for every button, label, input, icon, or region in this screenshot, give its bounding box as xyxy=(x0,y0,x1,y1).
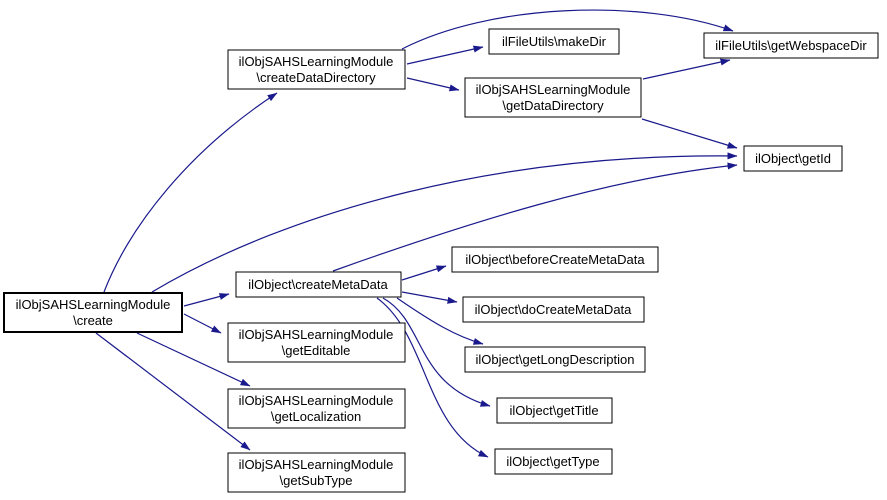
node-beforeCreateMetaData-label: ilObject\beforeCreateMetaData xyxy=(465,252,645,267)
edge-create-to-getEditable xyxy=(183,313,222,334)
node-getLocalization-label-line2: \getLocalization xyxy=(271,409,361,424)
edge-create-to-getSubType xyxy=(95,332,251,451)
node-getLocalization-box xyxy=(227,388,406,429)
edge-createMetaData-to-getTitle xyxy=(382,297,491,407)
edge-createMetaData-to-getId xyxy=(332,162,738,272)
node-getEditable-label-line2: \getEditable xyxy=(282,343,351,358)
edge-createMetaData-to-doCreateMetaData xyxy=(401,291,458,304)
node-getDataDirectory-label-line2: \getDataDirectory xyxy=(502,98,604,113)
node-getType-box xyxy=(494,448,613,475)
node-getLocalization[interactable]: ilObjSAHSLearningModule \getLocalization xyxy=(227,388,406,429)
node-makeDir-label: ilFileUtils\makeDir xyxy=(502,34,607,49)
node-getTitle[interactable]: ilObject\getTitle xyxy=(496,397,613,424)
node-getSubType-label-line1: ilObjSAHSLearningModule xyxy=(239,457,394,472)
node-getEditable[interactable]: ilObjSAHSLearningModule \getEditable xyxy=(227,322,406,363)
node-doCreateMetaData-box xyxy=(462,296,645,323)
node-getTitle-label: ilObject\getTitle xyxy=(509,403,598,418)
node-createMetaData-label: ilObject\createMetaData xyxy=(248,277,388,292)
edge-create-to-createMetaData xyxy=(183,293,230,307)
edge-create-to-createDataDirectory xyxy=(103,92,278,293)
node-getLocalization-label-line1: ilObjSAHSLearningModule xyxy=(239,393,394,408)
node-beforeCreateMetaData[interactable]: ilObject\beforeCreateMetaData xyxy=(451,246,659,273)
node-getWebspaceDir[interactable]: ilFileUtils\getWebspaceDir xyxy=(703,32,879,59)
node-doCreateMetaData-label: ilObject\doCreateMetaData xyxy=(475,302,633,317)
edge-create-to-getId xyxy=(151,152,738,293)
node-getId-label: ilObject\getId xyxy=(755,151,831,166)
edge-createDataDirectory-to-getWebspaceDir xyxy=(401,9,734,50)
edge-create-to-getLocalization xyxy=(136,332,251,387)
node-getLongDescription[interactable]: ilObject\getLongDescription xyxy=(464,346,646,373)
node-createDataDirectory-label-line2: \createDataDirectory xyxy=(256,70,376,85)
node-getDataDirectory-box xyxy=(464,77,642,118)
node-getLongDescription-box xyxy=(464,346,646,373)
node-doCreateMetaData[interactable]: ilObject\doCreateMetaData xyxy=(462,296,645,323)
node-getLongDescription-label: ilObject\getLongDescription xyxy=(476,352,635,367)
node-getEditable-box xyxy=(227,322,406,363)
edge-createMetaData-to-getLongDescription xyxy=(396,297,484,345)
node-getDataDirectory-label-line1: ilObjSAHSLearningModule xyxy=(476,82,631,97)
node-getType-label: ilObject\getType xyxy=(506,454,599,469)
node-getId-box xyxy=(743,145,843,172)
node-layer: ilObjSAHSLearningModule \create ilObjSAH… xyxy=(3,28,879,493)
node-makeDir-box xyxy=(488,28,620,55)
edge-getDataDirectory-to-getWebspaceDir xyxy=(642,58,731,80)
node-createMetaData[interactable]: ilObject\createMetaData xyxy=(235,271,402,298)
node-getWebspaceDir-box xyxy=(703,32,879,59)
node-getDataDirectory[interactable]: ilObjSAHSLearningModule \getDataDirector… xyxy=(464,77,642,118)
node-getSubType[interactable]: ilObjSAHSLearningModule \getSubType xyxy=(227,452,406,493)
node-create[interactable]: ilObjSAHSLearningModule \create xyxy=(3,292,183,333)
node-create-label-line2: \create xyxy=(73,313,113,328)
node-getSubType-label-line2: \getSubType xyxy=(280,473,353,488)
edge-createMetaData-to-beforeCreateMetaData xyxy=(401,265,447,281)
node-create-label-line1: ilObjSAHSLearningModule xyxy=(16,297,171,312)
node-getType[interactable]: ilObject\getType xyxy=(494,448,613,475)
node-getEditable-label-line1: ilObjSAHSLearningModule xyxy=(239,327,394,342)
node-createDataDirectory-box xyxy=(227,49,406,90)
node-beforeCreateMetaData-box xyxy=(451,246,659,273)
node-createMetaData-box xyxy=(235,271,402,298)
node-getWebspaceDir-label: ilFileUtils\getWebspaceDir xyxy=(715,38,867,53)
edge-getDataDirectory-to-getId xyxy=(641,118,738,149)
edge-createDataDirectory-to-makeDir xyxy=(406,45,484,65)
edge-layer xyxy=(95,9,738,458)
node-makeDir[interactable]: ilFileUtils\makeDir xyxy=(488,28,620,55)
node-create-box xyxy=(3,292,183,333)
node-getTitle-box xyxy=(496,397,613,424)
node-createDataDirectory-label-line1: ilObjSAHSLearningModule xyxy=(239,54,394,69)
node-getSubType-box xyxy=(227,452,406,493)
node-createDataDirectory[interactable]: ilObjSAHSLearningModule \createDataDirec… xyxy=(227,49,406,90)
edge-createMetaData-to-getType xyxy=(376,297,489,458)
node-getId[interactable]: ilObject\getId xyxy=(743,145,843,172)
edge-createDataDirectory-to-getDataDirectory xyxy=(406,77,460,92)
